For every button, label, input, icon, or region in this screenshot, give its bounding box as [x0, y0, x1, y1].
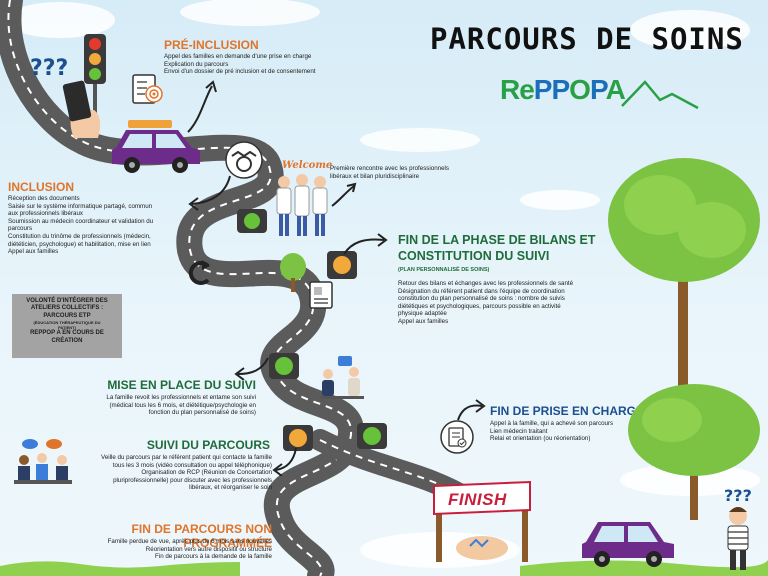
arrow-to-inclusion [188, 175, 231, 211]
inclusion-title: INCLUSION [8, 180, 74, 194]
suivi-parcours-text: Veille du parcours par le référent patie… [101, 454, 272, 492]
traffic-light-green-2 [269, 353, 299, 379]
fin-non-programmee-text: Famille perdue de vue, après plus de 6 m… [107, 538, 272, 561]
welcome-sign: Welcome [282, 160, 333, 171]
traffic-light-orange-1 [327, 251, 357, 279]
fin-bilans-text: Retour des bilans et échanges avec les p… [398, 280, 574, 325]
main-title: PARCOURS DE SOINS [430, 22, 744, 56]
pre-inclusion-title: PRÉ-INCLUSION [164, 38, 259, 52]
u-turn-arrow-icon [188, 260, 210, 285]
handshake-gear-icon [225, 141, 263, 179]
arrow-to-first-meeting [331, 182, 357, 207]
checklist-target-icon [132, 74, 163, 104]
doctors-group-icon [276, 174, 328, 236]
traffic-light-orange-2 [283, 425, 313, 451]
tree-icon [280, 253, 306, 292]
checklist-icon [440, 420, 474, 454]
traffic-light-green-1 [237, 209, 267, 233]
traffic-light-icon [84, 34, 106, 132]
grass-strip [0, 560, 768, 576]
finish-banner-icon [433, 480, 531, 562]
large-tree-icon [608, 158, 760, 390]
fin-bilans-subtitle: (PLAN PERSONNALISÉ DE SOINS) [398, 267, 490, 273]
fin-prise-en-charge-title: FIN DE PRISE EN CHARGE [490, 404, 645, 418]
purple-car-icon [112, 120, 200, 173]
team-meeting-icon [14, 439, 72, 484]
volonte-banner: VOLONTÉ D'INTÉGRER DES ATELIERS COLLECTI… [12, 294, 122, 358]
document-icon [309, 281, 333, 309]
arrow-to-pre-inclusion [187, 80, 217, 133]
large-tree-2-icon [628, 384, 760, 520]
arrow-to-fin-bilans [343, 233, 388, 255]
traffic-light-green-3 [357, 423, 387, 449]
suivi-parcours-title: SUIVI DU PARCOURS [146, 438, 270, 452]
question-marks-icon: ??? [30, 56, 69, 81]
arrow-to-fin-prise-en-charge [457, 399, 486, 421]
fin-prise-en-charge-text: Appel à la famille, qui a achevé son par… [490, 420, 614, 443]
child-question-marks-icon: ??? [724, 486, 752, 505]
logo-swoosh-icon [621, 80, 699, 110]
reppop-logo: RePPOPA [500, 74, 626, 105]
arrow-to-suivi-parcours [272, 447, 297, 476]
video-call-icon [320, 356, 364, 399]
finish-text: FINISH [448, 490, 507, 509]
fin-non-programmee-title: FIN DE PARCOURS NON PROGRAMMÉE [131, 522, 272, 550]
first-meeting-text: Première rencontre avec les professionne… [330, 165, 449, 180]
child-icon [727, 507, 749, 570]
purple-car-bottom-icon [582, 522, 674, 567]
pre-inclusion-text: Appel des familles en demande d'une pris… [164, 53, 316, 76]
mise-en-place-text: La famille revoit les professionnels et … [106, 394, 256, 417]
inclusion-text: Réception des documents Saisie sur le sy… [8, 195, 154, 256]
arrow-to-mise-en-place [234, 357, 269, 380]
fin-bilans-title: FIN DE LA PHASE DE BILANS ET CONSTITUTIO… [398, 233, 596, 263]
mise-en-place-title: MISE EN PLACE DU SUIVI [107, 378, 256, 392]
phone-hand-icon [62, 80, 101, 138]
